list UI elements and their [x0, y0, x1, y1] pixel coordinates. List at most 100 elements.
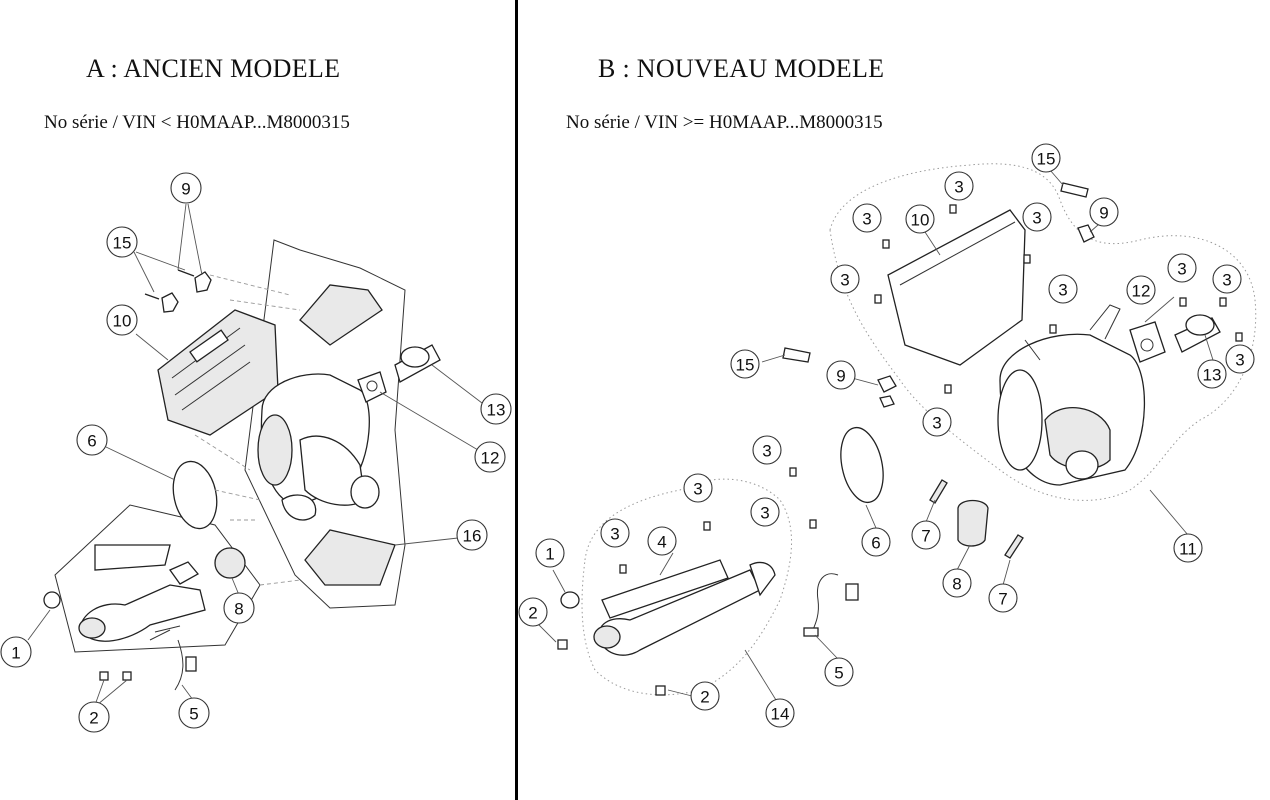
svg-text:3: 3 — [1032, 209, 1041, 228]
callout-3-new-b: 3 — [852, 203, 882, 233]
group-11-outline — [829, 163, 1257, 501]
nut-2-a-new — [557, 639, 568, 650]
callout-9-old: 9 — [170, 172, 202, 204]
svg-text:1: 1 — [545, 545, 554, 564]
panel-old-model: A : ANCIEN MODELE No série / VIN < H0MAA… — [0, 0, 516, 800]
svg-text:3: 3 — [762, 442, 771, 461]
callout-9-new-mid: 9 — [826, 360, 856, 390]
part-8-new — [957, 499, 989, 547]
callout-3-new-e: 3 — [1048, 274, 1078, 304]
callout-5-old: 5 — [178, 697, 210, 729]
spring-7-a-new — [929, 479, 948, 504]
bracket-9-a — [194, 271, 212, 293]
svg-text:15: 15 — [736, 356, 755, 375]
bracket-9-b — [161, 292, 179, 313]
callout-3-new-j: 3 — [752, 435, 782, 465]
callout-12-new: 12 — [1126, 275, 1156, 305]
panel-b-subtitle: No série / VIN >= H0MAAP...M8000315 — [566, 112, 883, 133]
callout-15-new-top: 15 — [1031, 143, 1061, 173]
callout-6-new: 6 — [861, 527, 891, 557]
svg-text:9: 9 — [181, 180, 190, 199]
callout-10-new: 10 — [905, 204, 935, 234]
callout-11-new: 11 — [1173, 533, 1203, 563]
callout-15-old: 15 — [106, 226, 138, 258]
callout-9-new-top: 9 — [1089, 197, 1119, 227]
spring-7-b-new — [1004, 534, 1024, 559]
heat-shield-old — [157, 309, 279, 436]
callout-13-new: 13 — [1197, 359, 1227, 389]
panel-b-title: B : NOUVEAU MODELE — [598, 54, 885, 83]
svg-text:9: 9 — [1099, 204, 1108, 223]
nut-2-b-new — [655, 685, 666, 696]
svg-text:8: 8 — [952, 575, 961, 594]
svg-text:2: 2 — [528, 604, 537, 623]
svg-text:3: 3 — [693, 480, 702, 499]
seal-ring-1-new — [560, 591, 580, 609]
callout-8-old: 8 — [223, 592, 255, 624]
svg-text:3: 3 — [610, 525, 619, 544]
bolt-15-new-mid — [782, 347, 811, 363]
svg-text:11: 11 — [1179, 540, 1197, 559]
callout-3-new-h: 3 — [1225, 344, 1255, 374]
svg-text:3: 3 — [1235, 351, 1244, 370]
svg-text:6: 6 — [871, 534, 880, 553]
sensor-5-cable-new — [811, 573, 839, 633]
seal-ring-1-old — [43, 591, 61, 609]
svg-text:7: 7 — [998, 590, 1007, 609]
callout-1-old: 1 — [0, 636, 32, 668]
bolt-15-new-top — [1060, 182, 1089, 198]
svg-text:3: 3 — [862, 210, 871, 229]
svg-text:3: 3 — [1177, 260, 1186, 279]
svg-text:2: 2 — [89, 709, 98, 728]
callout-13-old: 13 — [480, 393, 512, 425]
exhaust-pipe-old — [79, 584, 206, 642]
callout-3-new-g: 3 — [1212, 264, 1242, 294]
cover-6-new — [840, 426, 884, 504]
callout-3-new-i: 3 — [922, 407, 952, 437]
heat-shield-logo — [189, 329, 229, 363]
callout-4-new: 4 — [647, 526, 677, 556]
callout-12-old: 12 — [474, 441, 506, 473]
callout-15-new-mid: 15 — [730, 349, 760, 379]
svg-text:3: 3 — [840, 271, 849, 290]
bracket-9-new-mid — [877, 375, 897, 408]
panel-new-model: B : NOUVEAU MODELE No série / VIN >= H0M… — [518, 0, 1270, 800]
callout-10-old: 10 — [106, 304, 138, 336]
svg-text:8: 8 — [234, 600, 243, 619]
svg-text:3: 3 — [954, 178, 963, 197]
svg-text:3: 3 — [932, 414, 941, 433]
callout-6-old: 6 — [76, 424, 108, 456]
panel-divider — [515, 0, 518, 800]
svg-text:7: 7 — [921, 527, 930, 546]
svg-text:13: 13 — [487, 401, 506, 420]
gasket-12-new — [1129, 321, 1166, 363]
svg-text:1: 1 — [11, 644, 20, 663]
panel-a-title: A : ANCIEN MODELE — [86, 54, 341, 83]
svg-text:3: 3 — [1222, 271, 1231, 290]
svg-text:5: 5 — [189, 705, 198, 724]
callout-3-new-k: 3 — [683, 473, 713, 503]
svg-text:16: 16 — [463, 527, 482, 546]
svg-text:10: 10 — [911, 211, 930, 230]
callout-3-new-l: 3 — [750, 497, 780, 527]
svg-text:2: 2 — [700, 688, 709, 707]
callout-2-old: 2 — [78, 701, 110, 733]
panel-a-subtitle: No série / VIN < H0MAAP...M8000315 — [44, 112, 350, 133]
heat-shield-new — [887, 209, 1026, 366]
svg-text:10: 10 — [113, 312, 132, 331]
callout-7-new-b: 7 — [988, 583, 1018, 613]
callout-2-new-a: 2 — [518, 597, 548, 627]
svg-text:6: 6 — [87, 432, 96, 451]
callout-5-new: 5 — [824, 657, 854, 687]
screws-3-new — [619, 204, 1243, 574]
callout-14-new: 14 — [765, 698, 795, 728]
sensor-5-old — [185, 656, 197, 672]
svg-text:14: 14 — [771, 705, 790, 724]
upper-shield-old — [299, 284, 383, 346]
svg-text:12: 12 — [1132, 282, 1151, 301]
callout-3-new-m: 3 — [600, 518, 630, 548]
part-8-old — [214, 547, 246, 579]
svg-text:12: 12 — [481, 449, 500, 468]
gasket-12-old — [357, 371, 387, 403]
